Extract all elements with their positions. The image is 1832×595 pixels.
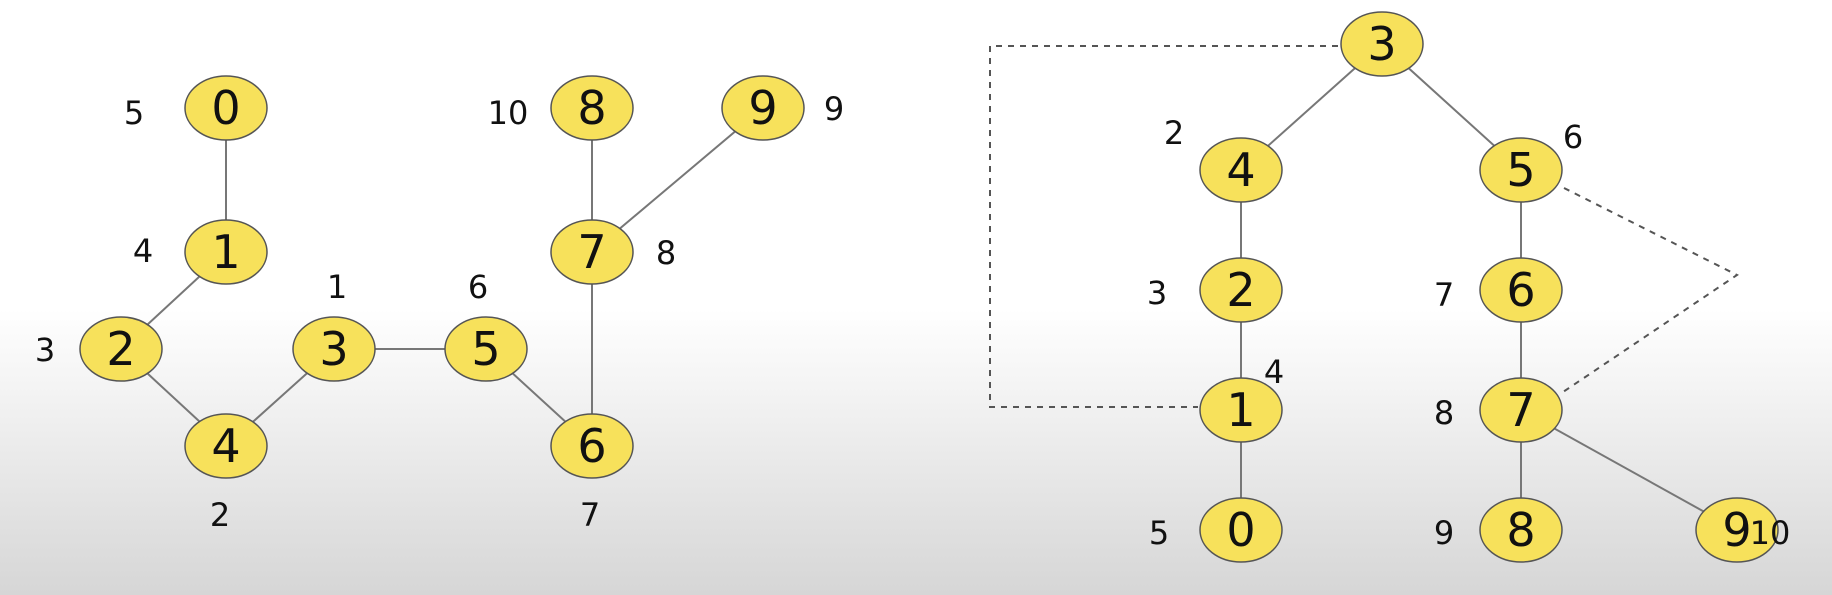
node-circle <box>292 316 376 382</box>
node-circle <box>1479 377 1563 443</box>
node-circle <box>550 413 634 479</box>
node-label: 3 <box>319 322 348 376</box>
node-2: 23 <box>35 316 163 382</box>
node-circle <box>1199 137 1283 203</box>
node-label: 5 <box>1506 143 1535 197</box>
node-2: 23 <box>1147 257 1283 323</box>
node-8: 89 <box>1434 497 1563 563</box>
node-label: 2 <box>106 322 135 376</box>
node-circle <box>1199 497 1283 563</box>
node-label: 2 <box>1226 263 1255 317</box>
back-edge-5-7 <box>1562 187 1739 393</box>
node-label: 4 <box>211 419 240 473</box>
visit-order-label: 10 <box>1750 514 1791 552</box>
visit-order-label: 10 <box>488 94 529 132</box>
visit-order-label: 9 <box>824 90 844 128</box>
node-circle <box>1479 497 1563 563</box>
node-3: 3 <box>1340 11 1424 77</box>
visit-order-label: 9 <box>1434 514 1454 552</box>
visit-order-label: 6 <box>468 268 488 306</box>
node-circle <box>184 219 268 285</box>
visit-order-label: 8 <box>1434 394 1454 432</box>
node-circle <box>1199 257 1283 323</box>
node-circle <box>1479 257 1563 323</box>
visit-order-label: 7 <box>580 496 600 534</box>
node-0: 05 <box>124 75 268 141</box>
node-label: 1 <box>1226 383 1255 437</box>
node-label: 4 <box>1226 143 1255 197</box>
node-4: 42 <box>184 413 268 534</box>
node-circle <box>184 413 268 479</box>
edge-7-9 <box>591 107 764 253</box>
node-9: 910 <box>1695 497 1791 563</box>
node-label: 6 <box>577 419 606 473</box>
visit-order-label: 6 <box>1563 118 1583 156</box>
node-1: 14 <box>133 219 268 285</box>
node-label: 0 <box>211 81 240 135</box>
node-1: 14 <box>1199 353 1284 443</box>
node-4: 42 <box>1164 114 1283 203</box>
visit-order-label: 4 <box>1264 353 1284 391</box>
node-6: 67 <box>550 413 634 534</box>
edge-7-9 <box>1520 409 1738 531</box>
node-label: 1 <box>211 225 240 279</box>
node-label: 9 <box>1722 503 1751 557</box>
node-label: 0 <box>1226 503 1255 557</box>
node-label: 7 <box>1506 383 1535 437</box>
visit-order-label: 5 <box>1149 514 1169 552</box>
visit-order-label: 4 <box>133 232 153 270</box>
node-label: 8 <box>1506 503 1535 557</box>
node-circle <box>79 316 163 382</box>
node-circle <box>184 75 268 141</box>
visit-order-label: 2 <box>210 496 230 534</box>
visit-order-label: 3 <box>35 331 55 369</box>
node-circle <box>1340 11 1424 77</box>
node-label: 9 <box>748 81 777 135</box>
node-label: 7 <box>577 225 606 279</box>
node-5: 56 <box>444 268 528 382</box>
node-6: 67 <box>1434 257 1563 323</box>
visit-order-label: 5 <box>124 94 144 132</box>
node-0: 05 <box>1149 497 1283 563</box>
node-7: 78 <box>1434 377 1563 443</box>
back-edge-3-1 <box>989 45 1338 408</box>
node-5: 56 <box>1479 118 1583 203</box>
node-label: 6 <box>1506 263 1535 317</box>
node-8: 8 10 <box>488 75 634 141</box>
node-3: 31 <box>292 268 376 382</box>
node-circle <box>1479 137 1563 203</box>
visit-order-label: 8 <box>656 234 676 272</box>
node-label: 3 <box>1367 17 1396 71</box>
node-circle <box>550 75 634 141</box>
visit-order-label: 7 <box>1434 276 1454 314</box>
node-circle <box>1695 497 1779 563</box>
node-label: 8 <box>577 81 606 135</box>
visit-order-label: 2 <box>1164 114 1184 152</box>
node-label: 5 <box>471 322 500 376</box>
node-circle <box>444 316 528 382</box>
node-circle <box>1199 377 1283 443</box>
node-circle <box>721 75 805 141</box>
visit-order-label: 1 <box>327 268 347 306</box>
node-circle <box>550 219 634 285</box>
visit-order-label: 3 <box>1147 274 1167 312</box>
